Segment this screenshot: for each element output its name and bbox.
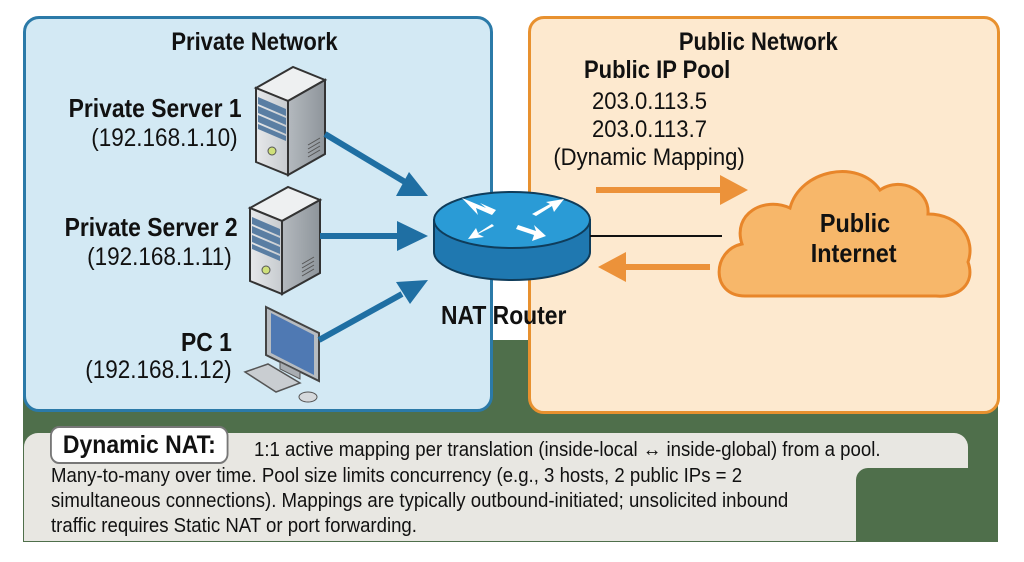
cloud-icon: [717, 170, 972, 298]
arrow-outbound: [596, 175, 748, 205]
router-icon: [433, 191, 591, 281]
pool-title: Public IP Pool: [583, 56, 731, 84]
device-ip: (192.168.1.11): [87, 243, 232, 271]
info-line: 1:1 active mapping per translation (insi…: [254, 439, 881, 461]
arrow-pc-to-router: [317, 280, 428, 343]
info-line: traffic requires Static NAT or port forw…: [51, 515, 417, 537]
pc-icon: [243, 305, 320, 403]
arrow-inbound: [598, 252, 710, 282]
device-name: Private Server 2: [64, 212, 238, 242]
device-ip: (192.168.1.12): [85, 356, 232, 384]
cloud-label-line2: Internet: [810, 238, 897, 268]
pool-ip: 203.0.113.7: [592, 116, 708, 143]
server-icon-1: [253, 65, 328, 177]
info-line: Many-to-many over time. Pool size limits…: [51, 465, 743, 487]
arrow-server2-to-router: [320, 221, 428, 251]
arrow-server1-to-router: [323, 131, 428, 196]
router-label: NAT Router: [441, 300, 567, 330]
gap: [490, 280, 535, 340]
info-line: simultaneous connections). Mappings are …: [51, 490, 789, 512]
cloud-label-line1: Public: [819, 208, 891, 238]
device-ip: (192.168.1.10): [91, 124, 238, 152]
pool-note: (Dynamic Mapping): [553, 144, 745, 171]
server-icon-2: [247, 185, 323, 296]
device-name: PC 1: [181, 327, 232, 357]
private-network-title: Private Network: [171, 28, 338, 56]
public-network-title: Public Network: [678, 28, 838, 56]
info-panel-notch: [856, 468, 968, 542]
device-name: Private Server 1: [68, 93, 242, 123]
pool-ip: 203.0.113.5: [592, 88, 708, 115]
info-heading: Dynamic NAT:: [50, 426, 229, 464]
private-network-panel: [23, 16, 493, 412]
